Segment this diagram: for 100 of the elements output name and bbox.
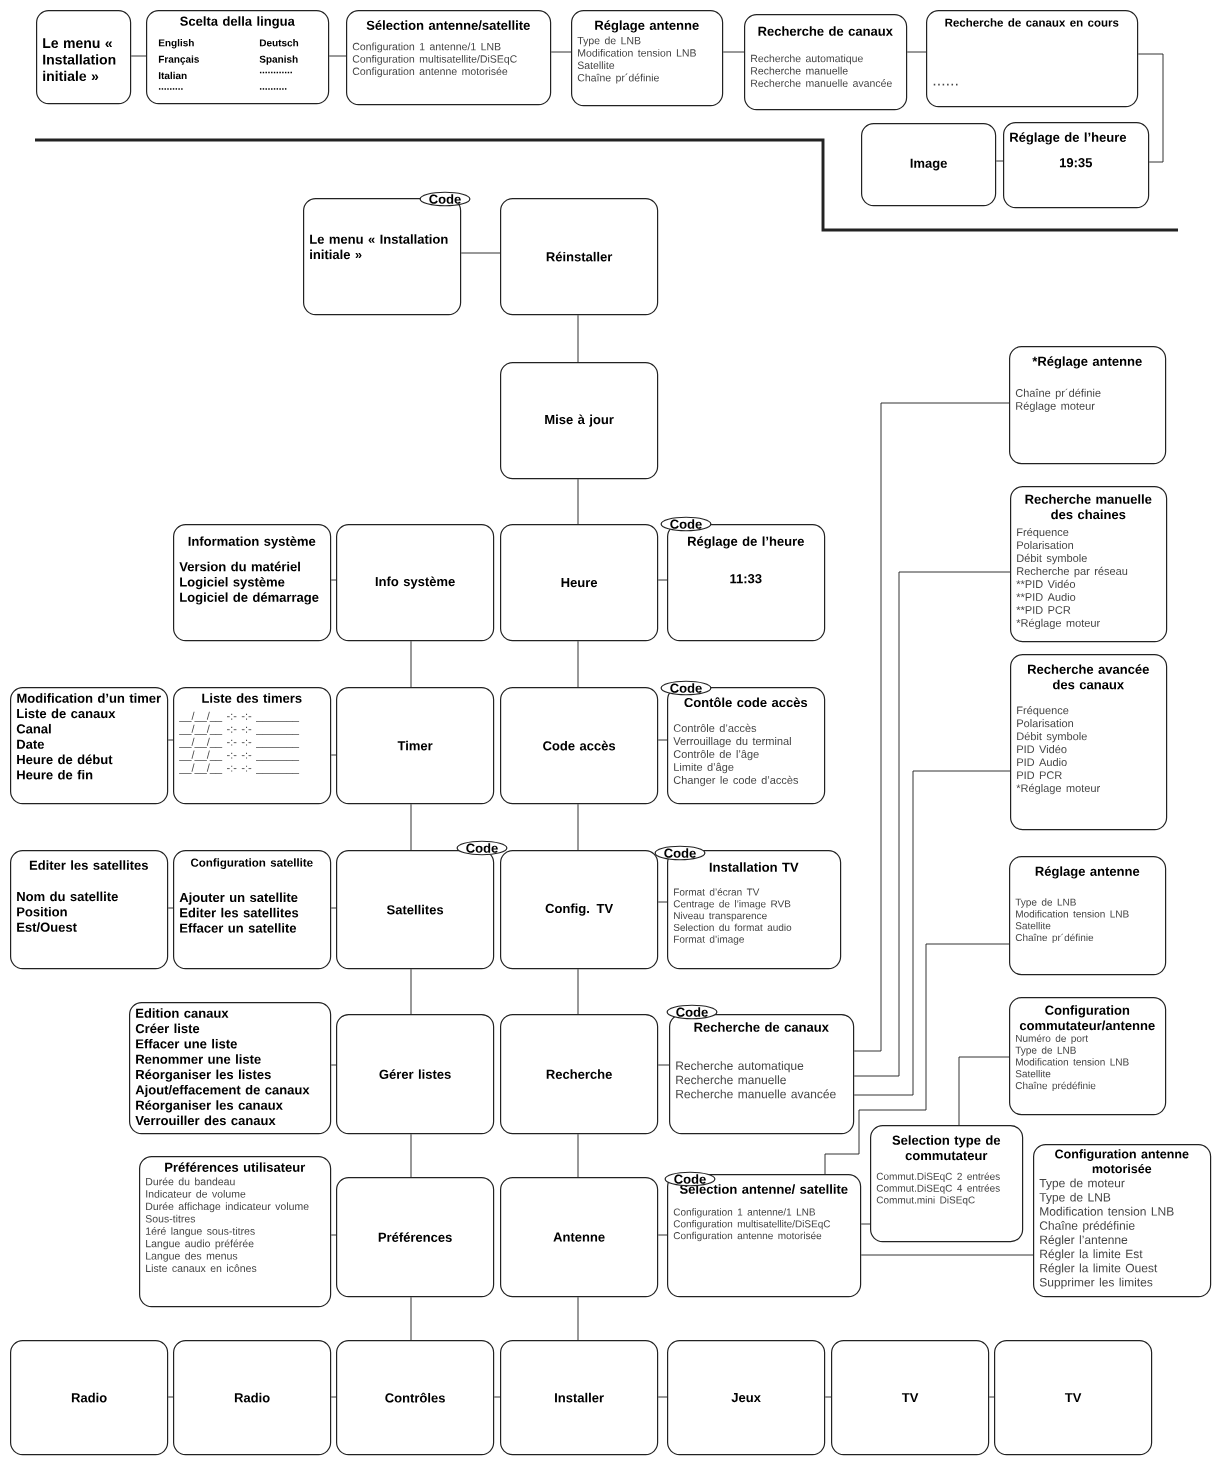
menu-box: Le menu « Installation initiale » [36,10,132,105]
menu-box: Préférences utilisateur Durée du bandeau Indicateur de volume Durée affichage indicateur volume Sous-titres 1éré langue sous-titres Langue audio préférée Langue des menus Liste canaux en icônes [139,1156,332,1308]
menu-box: Radio [10,1340,169,1456]
connector-line [577,478,579,525]
menu-box: Mise à jour [500,362,659,480]
connector-line [167,739,174,741]
menu-box: Gérer listes [336,1014,495,1135]
menu-box: Configuration antenne motorisée Type de moteur Type de LNB Modification tension LNB Chaîne prédéfinie Régler l’antenne Régler la limite Est Régler la limite Ouest Supprimer les limites [1033,1144,1212,1298]
menu-box: Selection type de commutateur Commut.DiSEqC 2 entrées Commut.DiSEqC 4 entrées Commut.mini DiSEqC [870,1125,1024,1243]
menu-box: Réglage antenne Type de LNB Modification tension LNB Satellite Chaîne pr´définie [1009,856,1167,976]
connector-line [853,402,1010,1052]
connector-line [493,1396,501,1398]
connector-line [167,907,174,909]
node-label: Selection antenne/ satellite [679,1184,848,1194]
connector-line [577,1296,579,1341]
connector-line [550,51,572,53]
menu-box: Contrôles [336,1340,495,1456]
connector-line [995,160,1004,162]
node-label: Selection du format audio [673,923,792,931]
connector-line [906,51,927,53]
menu-box: TV [831,1340,990,1456]
menu-box: Antenne [500,1177,659,1298]
connector-line [410,1133,412,1178]
menu-box: Code accès [500,687,659,805]
node-label: Recherche automatique [676,1061,804,1073]
connector-line [860,1223,871,1225]
menu-box: Radio [173,1340,332,1456]
code-tag: Code [419,191,471,207]
node-label: Recherche de canaux [694,1022,829,1032]
menu-box: Recherche de canaux Recherche automatique Recherche manuelle Recherche manuelle avancée [744,14,908,111]
menu-box: Sélection antenne/satellite Configuration 1 antenne/1 LNB Configuration multisatellite/DiSEqC Configuration antenne motorisée [346,10,552,106]
menu-box: Préférences [336,1177,495,1298]
connector-line [577,1133,579,1178]
node-label: Limite d’âge [674,762,734,774]
node-label: Changer le code d’accès [673,775,799,787]
node-label: Recherche manuelle [676,1075,786,1085]
node-label: Configuration 1 antenne/1 LNB [673,1208,816,1218]
node-label: Contôle code accès [684,697,808,708]
menu-box: Image [861,123,997,207]
node-label: Contrôle de l’âge [673,749,759,761]
menu-box: Réinstaller [500,198,659,316]
connector-line [853,770,1011,1096]
menu-box: Timer [336,687,495,805]
connector-line [577,968,579,1015]
connector-line [330,1396,337,1398]
connector-line [130,55,147,57]
node-label: Installation TV [709,862,799,872]
node-label: Centrage de l’image RVB [673,900,791,910]
node-label: Format d’écran TV [674,888,760,896]
node-label: Configuration multisatellite/DiSEqC [673,1220,831,1230]
node-label: Recherche manuelle avancée [676,1089,836,1099]
menu-box: *Réglage antenne Chaîne pr´définie Réglage moteur [1009,346,1167,465]
connector-line [657,739,668,741]
menu-box: Scelta della lingua English Deutsch Français Spanish Italian ............ ......... .......... [146,10,330,105]
menu-box: Information système Version du matériel Logiciel système Logiciel de démarrage [173,524,332,642]
menu-box: Recherche [500,1014,659,1135]
menu-box: TV [994,1340,1153,1456]
menu-box: Réglage antenne Type de LNB Modification tension LNB Satellite Chaîne pr´définie [571,10,724,107]
node-label: Verrouillage du terminal [673,736,791,748]
node-label: Contrôle d’accès [673,723,757,733]
menu-box: Modification d’un timer Liste de canaux Canal Date Heure de début Heure de fin [10,687,169,805]
menu-box: Config. TV [500,850,659,970]
connector-line [577,314,579,363]
connector-line [167,1396,174,1398]
connector-line [410,968,412,1015]
connector-line [1137,53,1164,163]
menu-box: Editer les satellites Nom du satellite Position Est/Ouest [10,850,169,970]
menu-box: Recherche avancée des canaux Fréquence Polarisation Débit symbole PID Vidéo PID Audio PID PCR *Réglage moteur [1010,654,1168,831]
connector-line [330,579,337,581]
menu-box: Recherche de canaux en cours ...... [926,10,1139,108]
menu-box: Info système [336,524,495,642]
connector-line [330,907,337,909]
menu-box: Configuration satellite Ajouter un satellite Editer les satellites Effacer un satellite [173,850,332,970]
menu-box: Recherche manuelle des chaines Fréquence Polarisation Débit symbole Recherche par réseau **PID Vidéo **PID Audio **PID PCR *Réglage moteur [1010,486,1168,643]
connector-line [657,901,668,903]
connector-line [853,571,1011,1077]
menu-box: Jeux [667,1340,826,1456]
connector-line [958,1056,1010,1126]
connector-line [330,1064,337,1066]
node-label: Configuration antenne motorisée [673,1231,822,1242]
connector-line [577,803,579,851]
menu-box: Liste des timers __/__/__ -:- -:- _______ __/__/__ -:- -:- _______ __/__/__ -:- -:- _______ __/__/__ -:- -:- _______ __/__/__ -:- -:- _______ [173,687,332,805]
code-tag: Code [654,845,706,861]
connector-line [410,1296,412,1341]
connector-line [824,943,1010,1175]
menu-box: Heure [500,524,659,642]
connector-line [657,1064,670,1066]
connector-line [460,252,501,254]
connector-line [577,640,579,688]
menu-box: Edition canaux Créer liste Effacer une liste Renommer une liste Réorganiser les listes Ajout/effacement de canaux Réorganiser les canaux Verrouiller des canaux [129,1002,332,1135]
connector-line [722,51,745,53]
connector-line [657,1396,668,1398]
menu-box: Installer [500,1340,659,1456]
code-tag: Code [660,680,712,696]
connector-line [330,1234,337,1236]
connector-line [330,754,337,756]
connector-line [657,579,668,581]
code-tag: Code [660,516,712,532]
connector-line [410,640,412,688]
connector-line [988,1396,995,1398]
